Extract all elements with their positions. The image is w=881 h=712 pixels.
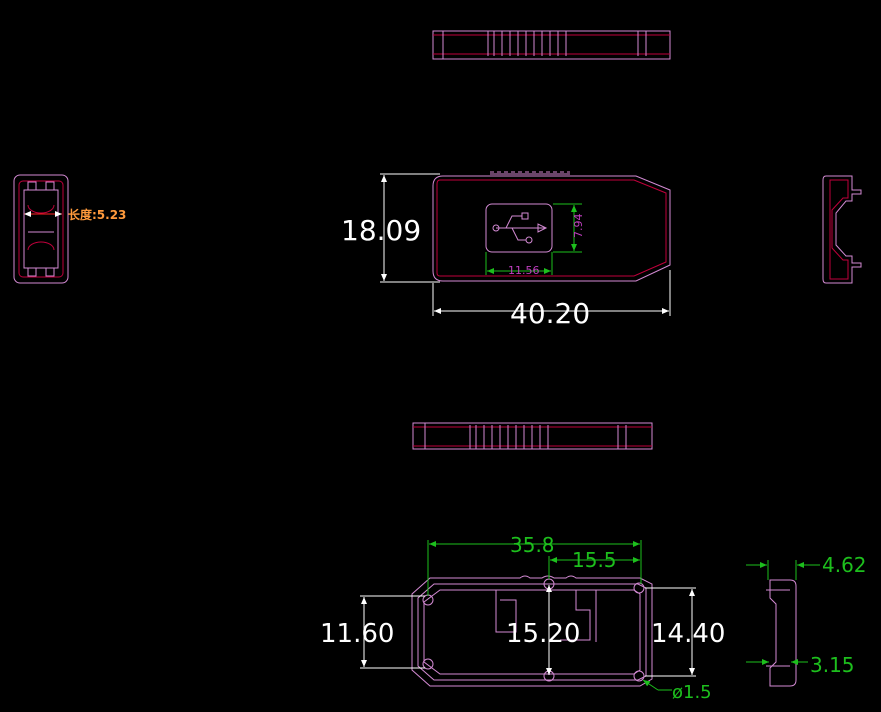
front-width-dimension: 40.20 [510, 297, 590, 330]
front-view [380, 171, 671, 316]
bottom-overall-length-dimension: 35.8 [510, 533, 555, 557]
front-height-dimension: 18.09 [341, 214, 421, 247]
side-view-strip [412, 422, 653, 450]
usb-logo-frame [485, 203, 553, 253]
bottom-hole-spacing-dimension: 15.5 [572, 548, 617, 572]
hole-bottom-right [633, 670, 645, 682]
left-side-view [13, 174, 69, 284]
top-view-outline [432, 30, 671, 60]
bottom-center-height-dimension: 15.20 [506, 619, 580, 649]
hole-diameter-callout: ø1.5 [672, 682, 712, 703]
usb-icon [492, 212, 548, 244]
top-view-ribs [487, 31, 567, 56]
left-view-outline [13, 174, 69, 284]
section-top-dimension: 4.62 [822, 553, 867, 577]
right-side-view [822, 175, 862, 284]
bottom-view [360, 540, 696, 691]
front-view-outline [432, 175, 671, 282]
section-view [746, 560, 820, 687]
top-view [432, 30, 671, 60]
section-outline [769, 579, 797, 687]
right-view-outline [822, 175, 862, 284]
hole-top-right [633, 582, 645, 594]
bottom-left-height-dimension: 11.60 [320, 619, 394, 649]
hole-bottom-left [422, 658, 434, 670]
left-view-length-label: 长度:5.23 [68, 207, 126, 222]
bottom-view-outline [411, 575, 653, 687]
usb-logo-height-dimension: 7.94 [572, 214, 585, 239]
bottom-right-height-dimension: 14.40 [651, 619, 725, 649]
usb-logo-width-dimension: 11.56 [508, 264, 540, 277]
section-bottom-dimension: 3.15 [810, 653, 855, 677]
